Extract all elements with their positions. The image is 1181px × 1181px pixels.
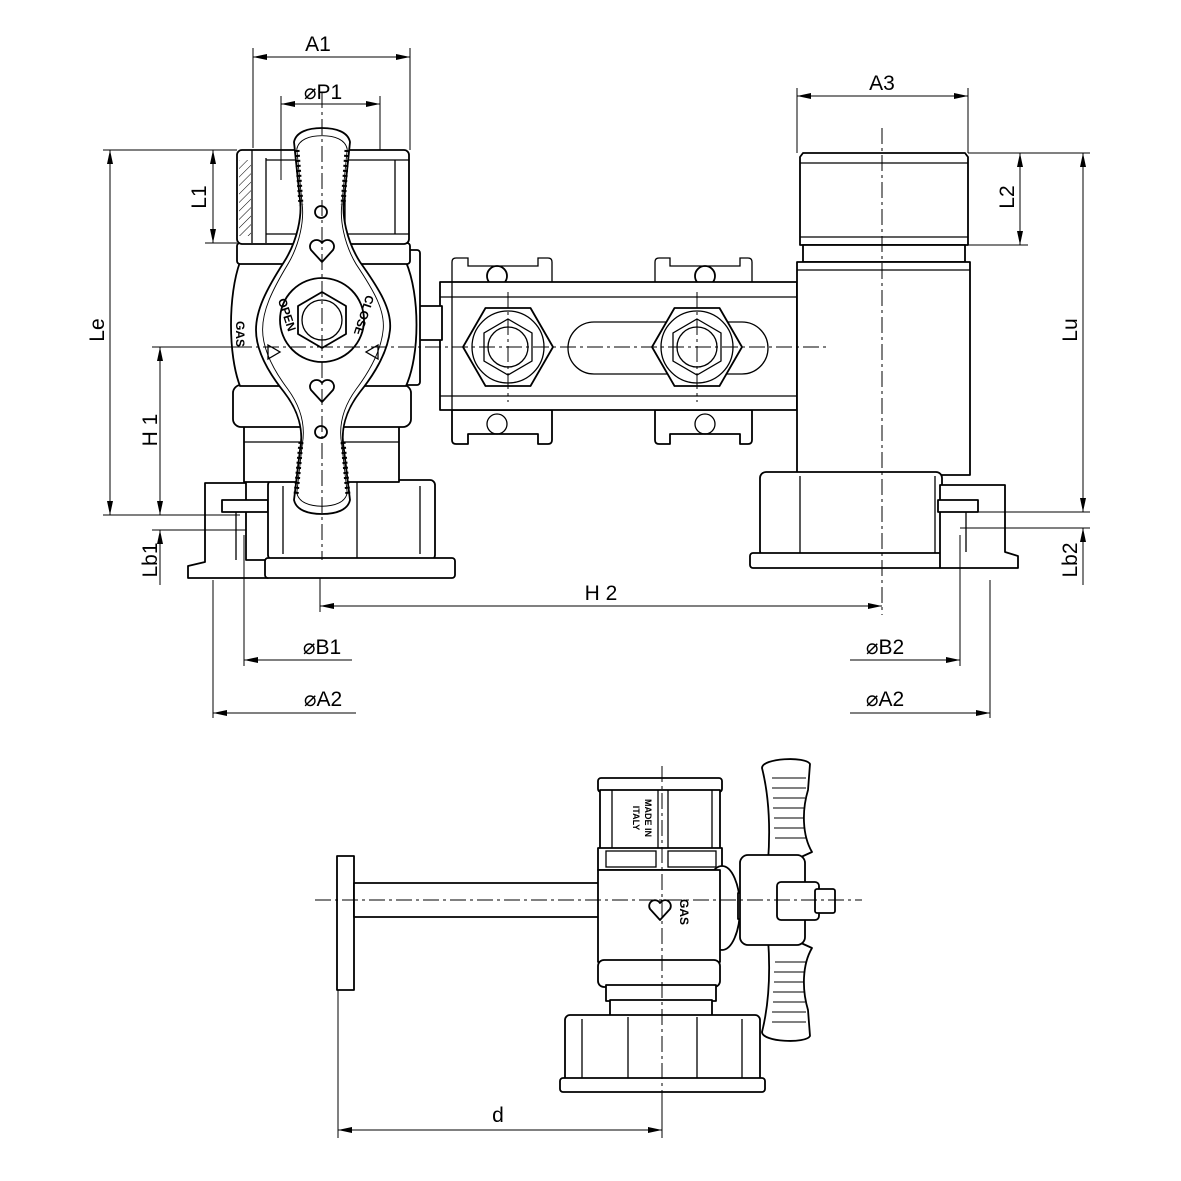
gas-marking-front: GAS <box>233 321 247 347</box>
handle-hole-top <box>314 205 328 219</box>
bracket-hole-bottom-right <box>694 413 716 435</box>
label-lb1: Lb1 <box>139 542 162 577</box>
label-h1: H 1 <box>139 414 162 447</box>
handle-knurl-bottom-left <box>293 441 304 496</box>
front-view: GAS <box>86 33 1090 718</box>
label-a2-left: ⌀A2 <box>304 688 342 711</box>
mounting-bracket <box>439 257 798 445</box>
label-le: Le <box>86 318 109 341</box>
front-centerlines <box>236 92 883 615</box>
bracket-tab-top-right <box>654 257 753 282</box>
label-l1: L1 <box>188 185 211 208</box>
side-ring <box>597 959 721 988</box>
label-l2: L2 <box>996 185 1019 208</box>
nipple-neck <box>802 244 966 263</box>
handle-hole-bottom <box>314 425 328 439</box>
italy-marking: ITALY <box>631 806 641 831</box>
bracket-tab-bottom-left <box>451 409 553 445</box>
bracket-hole-bottom-left <box>486 413 508 435</box>
section-pin-right <box>937 499 979 513</box>
handle-hub-nut <box>776 881 820 921</box>
bracket-tab-bottom-right <box>654 409 753 445</box>
label-a1: A1 <box>305 33 331 56</box>
label-b1: ⌀B1 <box>303 636 341 659</box>
side-top-nut <box>599 789 721 851</box>
label-lu: Lu <box>1059 318 1082 341</box>
handle-ribs-top <box>772 777 806 839</box>
close-arrow-icon <box>364 343 379 361</box>
handle-blade-top <box>761 758 813 863</box>
side-collar-section-left <box>605 850 657 868</box>
label-a3: A3 <box>869 72 895 95</box>
handle-knurl-top-left <box>294 149 304 206</box>
label-a2-right: ⌀A2 <box>866 688 904 711</box>
lower-flange <box>264 557 456 579</box>
side-neck <box>605 984 717 1002</box>
handle-hub-screw <box>814 888 836 914</box>
lower-union-nut <box>267 479 436 561</box>
open-arrow-icon <box>267 343 282 361</box>
label-p1: ⌀P1 <box>304 81 342 104</box>
top-nut-section-hatch <box>239 160 251 236</box>
top-male-nipple <box>799 152 969 246</box>
handle-knurl-top-right <box>340 149 350 206</box>
handle-ribs-bottom <box>772 961 806 1023</box>
label-lb2: Lb2 <box>1059 542 1082 577</box>
label-b2: ⌀B2 <box>866 636 904 659</box>
side-neck-lower <box>609 999 713 1017</box>
sleeve-cylinder <box>796 261 971 476</box>
right-union-nut <box>759 471 943 558</box>
section-pin-left <box>221 499 269 513</box>
bracket-tab-top-left <box>451 257 553 282</box>
right-connection <box>749 152 1019 569</box>
side-collar-section-right <box>667 850 717 868</box>
label-h2: H 2 <box>585 582 618 605</box>
made-in-marking: MADE IN <box>643 799 653 837</box>
lower-right-section <box>939 484 1019 569</box>
right-flange <box>749 552 943 569</box>
handle-knurl-bottom-right <box>340 441 351 496</box>
front-dimensions: A1 ⌀P1 A3 Le L1 H 1 Lb1 <box>86 33 1090 718</box>
side-view: MADE IN ITALY GAS d <box>315 758 862 1138</box>
gas-marking-side: GAS <box>677 899 691 925</box>
handle-blade-bottom <box>761 937 813 1042</box>
wall-plate <box>336 855 355 991</box>
label-d: d <box>492 1104 504 1127</box>
heart-icon <box>648 899 672 921</box>
